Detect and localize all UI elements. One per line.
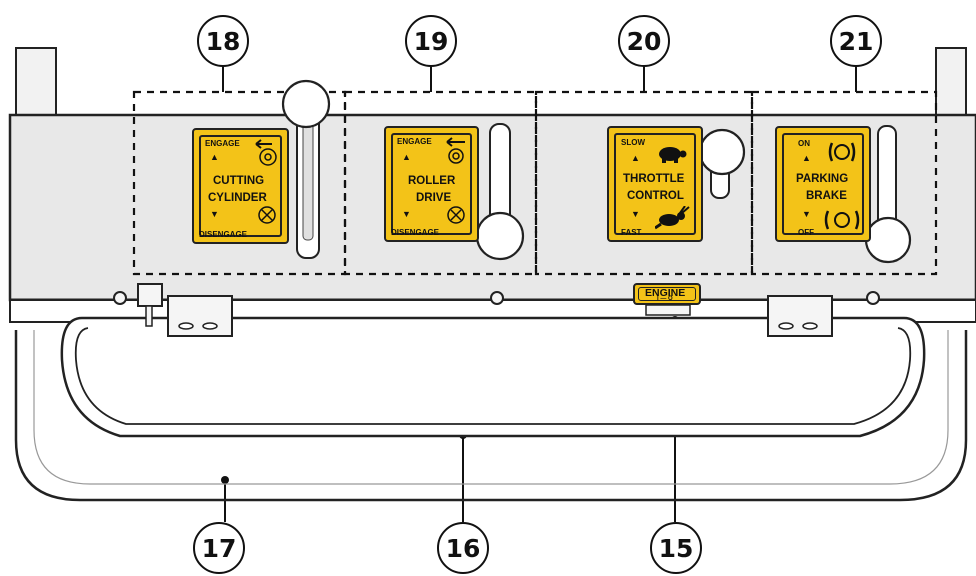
callout-21: 21 <box>830 15 882 67</box>
handle-bar <box>60 316 926 438</box>
arrow-up-icon: ▲ <box>402 152 411 162</box>
engine-sub-label: I — O <box>657 296 673 302</box>
decal-cutting-bottom: DISENGAGE <box>199 230 248 239</box>
hinge-left <box>167 295 233 337</box>
arrow-up-icon: ▲ <box>210 152 219 162</box>
callout-15: 15 <box>650 522 702 574</box>
brake-on-icon <box>828 142 856 162</box>
arrow-down-icon: ▼ <box>402 209 411 219</box>
reel-disengage-icon <box>258 206 276 224</box>
bolts <box>113 291 880 305</box>
decal-throttle-bottom: FAST <box>621 228 642 237</box>
right-upright <box>935 47 967 119</box>
decal-throttle-line1: THROTTLE <box>623 173 685 185</box>
decal-brake-top: ON <box>798 139 810 148</box>
decal-cutting-line1: CUTTING <box>213 175 265 187</box>
zone-19 <box>343 90 538 276</box>
arrow-up-icon: ▲ <box>631 153 640 163</box>
leader-dot-17 <box>221 476 229 484</box>
decal-brake-bottom: OFF <box>798 228 814 237</box>
brake-off-icon <box>824 210 860 230</box>
hinge-right <box>767 295 833 337</box>
decal-parking-brake: ON ▲ PARKING BRAKE ▼ OFF <box>775 126 871 242</box>
decal-roller-bottom: DISENGAGE <box>391 228 440 237</box>
decal-throttle-control: SLOW ▲ THROTTLE CONTROL ▼ FAST <box>607 126 703 242</box>
callout-17: 17 <box>193 522 245 574</box>
latch <box>137 283 163 327</box>
decal-roller-top: ENGAGE <box>397 137 432 146</box>
decal-cutting-cylinder: ENGAGE ▲ CUTTING CYLINDER ▼ DISENGAGE <box>192 128 289 244</box>
roller-engage-icon <box>446 137 465 164</box>
decal-throttle-line2: CONTROL <box>627 190 684 202</box>
parking-brake-lever <box>864 125 912 264</box>
decal-brake-line2: BRAKE <box>806 190 847 202</box>
roller-disengage-icon <box>447 206 465 224</box>
rabbit-icon <box>655 206 690 230</box>
outer-bumper <box>14 330 968 502</box>
decal-roller-line2: DRIVE <box>416 192 452 204</box>
callout-18: 18 <box>197 15 249 67</box>
turtle-icon <box>659 147 687 163</box>
decal-roller-drive: ENGAGE ▲ ROLLER DRIVE ▼ DISENGAGE <box>384 126 479 242</box>
decal-roller-line1: ROLLER <box>408 175 456 187</box>
left-upright <box>15 47 57 119</box>
engine-switch-label: ENGINE I — O <box>633 283 701 305</box>
cutting-cylinder-lever <box>281 79 331 259</box>
callout-20: 20 <box>618 15 670 67</box>
decal-throttle-top: SLOW <box>621 138 645 147</box>
throttle-lever <box>698 128 746 199</box>
decal-cutting-top: ENGAGE <box>205 139 240 148</box>
roller-drive-lever <box>475 123 525 261</box>
engine-switch-mount <box>645 304 691 316</box>
engine-label: ENGINE <box>645 287 686 299</box>
decal-brake-line1: PARKING <box>796 173 849 185</box>
arrow-up-icon: ▲ <box>802 153 811 163</box>
zone-21 <box>750 90 938 276</box>
callout-19: 19 <box>405 15 457 67</box>
callout-16: 16 <box>437 522 489 574</box>
arrow-down-icon: ▼ <box>631 209 640 219</box>
decal-cutting-line2: CYLINDER <box>208 192 267 204</box>
arrow-down-icon: ▼ <box>802 209 811 219</box>
reel-engage-icon <box>255 139 277 166</box>
arrow-down-icon: ▼ <box>210 209 219 219</box>
